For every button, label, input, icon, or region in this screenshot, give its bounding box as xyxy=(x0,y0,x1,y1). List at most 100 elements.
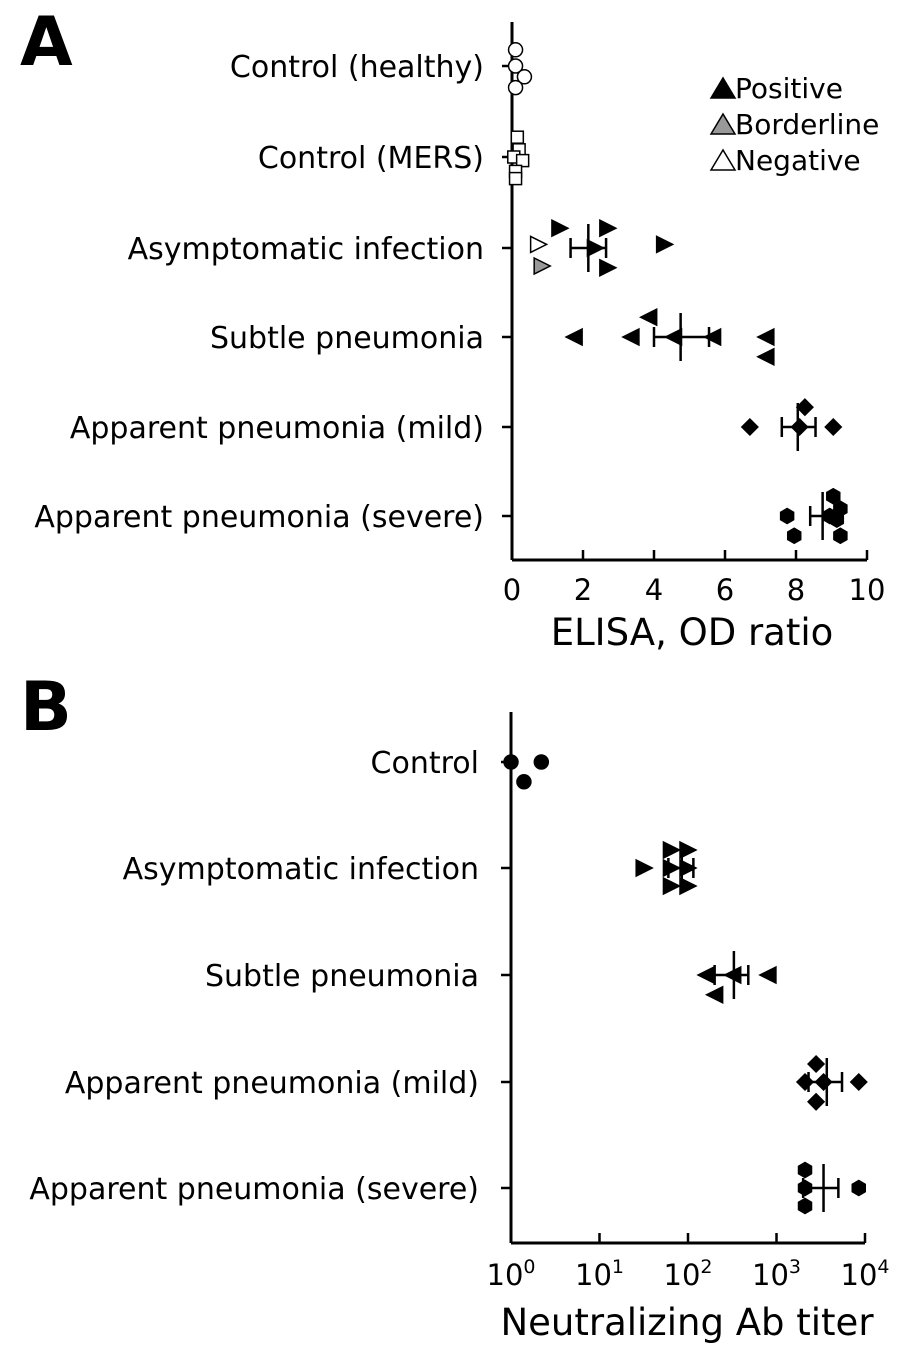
data-point-hexagon xyxy=(779,507,795,525)
legend-swatch xyxy=(709,148,737,171)
data-point-circle xyxy=(507,42,524,58)
x-axis-title-b: Neutralizing Ab titer xyxy=(500,1301,874,1344)
data-point-square xyxy=(508,171,523,186)
data-point-square xyxy=(510,130,525,144)
x-tick-label-b: 101 xyxy=(575,1256,624,1292)
category-label-a: Control (MERS) xyxy=(258,141,484,176)
category-label-b: Subtle pneumonia xyxy=(205,959,479,994)
panel-a-letter: A xyxy=(20,3,73,82)
data-point-tri-right xyxy=(679,876,698,896)
x-tick-label-b: 102 xyxy=(664,1256,713,1292)
category-group-a xyxy=(507,42,533,96)
data-point-circle xyxy=(507,58,524,74)
data-point-circle xyxy=(503,754,519,770)
data-point-tri-right xyxy=(551,218,570,238)
category-label-a: Apparent pneumonia (mild) xyxy=(70,411,484,446)
category-label-b: Apparent pneumonia (severe) xyxy=(29,1172,479,1207)
data-point-hexagon xyxy=(829,511,845,528)
category-group-b xyxy=(635,840,698,896)
category-group-a xyxy=(529,218,675,278)
panel-a-axes: 0 2 4 6 8 10 Control (healthy) Control (MERS) As… xyxy=(34,22,885,607)
data-point-tri-right xyxy=(655,235,675,254)
x-tick-label-a: 2 xyxy=(574,573,592,607)
data-point-diamond xyxy=(849,1072,868,1092)
tick-exponent: 1 xyxy=(612,1256,624,1278)
data-point-tri-right xyxy=(599,258,618,278)
data-point-square xyxy=(515,153,530,168)
legend-label: Positive xyxy=(735,72,843,105)
x-tick-label-a: 10 xyxy=(849,573,886,607)
category-group-b xyxy=(696,951,777,1005)
x-axis-title-a: ELISA, OD ratio xyxy=(551,611,834,654)
data-point-tri-left xyxy=(696,965,715,985)
data-point-tri-left xyxy=(564,327,583,347)
data-point-hexagon xyxy=(826,487,841,505)
data-point-diamond xyxy=(807,1054,826,1074)
x-tick-label-a: 4 xyxy=(645,573,663,607)
category-group-a xyxy=(507,130,530,186)
legend-swatch xyxy=(709,112,737,135)
x-tick-label-a: 8 xyxy=(787,573,805,607)
panel-a-marks xyxy=(507,42,848,545)
data-point-diamond xyxy=(740,417,759,437)
data-point-tri-right xyxy=(599,218,618,238)
x-tick-label-a: 6 xyxy=(716,573,734,607)
tick-base: 10 xyxy=(487,1258,524,1292)
data-point-diamond xyxy=(795,398,814,417)
data-point-hexagon xyxy=(833,527,848,545)
data-point-tri-right xyxy=(529,235,549,254)
category-label-a: Subtle pneumonia xyxy=(210,321,484,356)
x-tick-label-a: 0 xyxy=(503,573,521,607)
data-point-circle xyxy=(516,774,532,790)
data-point-diamond xyxy=(807,1092,826,1111)
data-point-tri-left xyxy=(704,985,724,1005)
panel-b-letter: B xyxy=(20,668,72,747)
legend-swatch xyxy=(709,76,737,99)
data-point-tri-right xyxy=(679,840,698,860)
category-group-b xyxy=(795,1054,868,1111)
category-label-b: Asymptomatic infection xyxy=(123,852,479,887)
data-point-tri-right xyxy=(662,876,682,896)
tick-exponent: 3 xyxy=(789,1256,801,1278)
category-group-a xyxy=(779,487,848,545)
panel-b-marks xyxy=(503,754,868,1215)
data-point-tri-right xyxy=(635,858,654,878)
data-point-hexagon xyxy=(797,1161,813,1179)
x-tick-label-b: 103 xyxy=(752,1256,801,1292)
data-point-tri-right xyxy=(662,840,682,860)
tick-base: 10 xyxy=(752,1258,789,1292)
data-point-tri-left xyxy=(756,347,775,367)
category-label-b: Control xyxy=(371,746,479,781)
category-group-b xyxy=(797,1161,866,1215)
category-label-a: Control (healthy) xyxy=(230,50,484,85)
data-point-hexagon xyxy=(797,1197,813,1215)
category-group-a xyxy=(564,307,775,367)
x-tick-label-b: 100 xyxy=(487,1256,536,1292)
data-point-diamond xyxy=(824,417,843,437)
category-label-b: Apparent pneumonia (mild) xyxy=(65,1066,479,1101)
data-point-hexagon xyxy=(786,527,802,545)
data-point-circle xyxy=(533,754,550,770)
category-group-b xyxy=(503,754,550,790)
data-point-tri-left xyxy=(702,327,722,347)
data-point-tri-left xyxy=(756,327,775,347)
tick-exponent: 2 xyxy=(700,1256,712,1278)
tick-exponent: 4 xyxy=(877,1256,889,1278)
tick-base: 10 xyxy=(841,1258,878,1292)
tick-base: 10 xyxy=(664,1258,701,1292)
data-point-circle xyxy=(516,69,533,85)
category-label-a: Asymptomatic infection xyxy=(128,232,484,267)
data-point-tri-left xyxy=(758,965,777,985)
data-point-tri-left xyxy=(621,327,640,347)
data-point-hexagon xyxy=(851,1179,866,1197)
category-label-a: Apparent pneumonia (severe) xyxy=(34,500,484,535)
tick-exponent: 0 xyxy=(523,1256,535,1278)
data-point-tri-left xyxy=(638,307,658,327)
legend-label: Negative xyxy=(735,144,861,177)
data-point-tri-right xyxy=(533,256,552,276)
